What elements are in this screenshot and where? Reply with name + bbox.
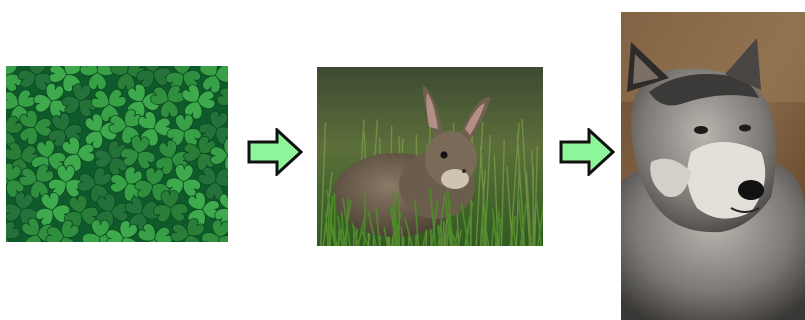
right-arrow-icon: [247, 128, 303, 176]
clover-image: [6, 66, 228, 242]
wolf-image: [621, 12, 805, 320]
rabbit-image: [317, 67, 543, 246]
right-arrow-icon: [559, 128, 615, 176]
